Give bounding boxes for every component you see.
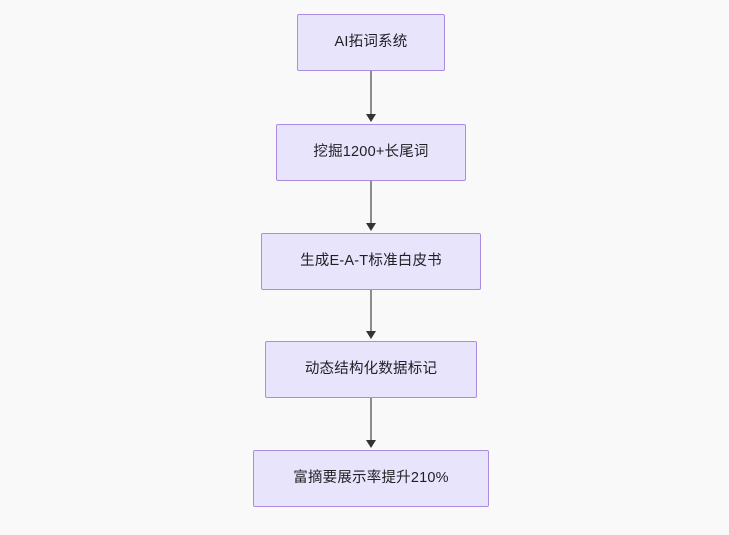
flow-arrowhead-n1-n2 — [365, 114, 376, 122]
flow-node-label: 挖掘1200+长尾词 — [313, 143, 429, 160]
flow-edge-n2-n3 — [370, 181, 372, 225]
flow-arrowhead-n2-n3 — [365, 223, 376, 231]
flow-node-label: 富摘要展示率提升210% — [293, 469, 449, 486]
flow-edge-n4-n5 — [370, 398, 372, 442]
flow-node-label: 动态结构化数据标记 — [304, 360, 438, 377]
flow-node-dynamic-structured-data-markup[interactable]: 动态结构化数据标记 — [265, 341, 477, 398]
flow-arrowhead-n4-n5 — [365, 440, 376, 448]
flow-node-label: AI拓词系统 — [334, 33, 408, 50]
flow-node-rich-snippet-impression-lift[interactable]: 富摘要展示率提升210% — [253, 450, 489, 507]
flow-arrowhead-n3-n4 — [365, 331, 376, 339]
flow-node-mine-longtail-keywords[interactable]: 挖掘1200+长尾词 — [276, 124, 466, 181]
flow-node-ai-keyword-system[interactable]: AI拓词系统 — [297, 14, 445, 71]
flow-node-generate-eat-whitepaper[interactable]: 生成E-A-T标准白皮书 — [261, 233, 481, 290]
flow-node-label: 生成E-A-T标准白皮书 — [300, 252, 442, 269]
flow-edge-n1-n2 — [370, 71, 372, 116]
flow-edge-n3-n4 — [370, 290, 372, 333]
